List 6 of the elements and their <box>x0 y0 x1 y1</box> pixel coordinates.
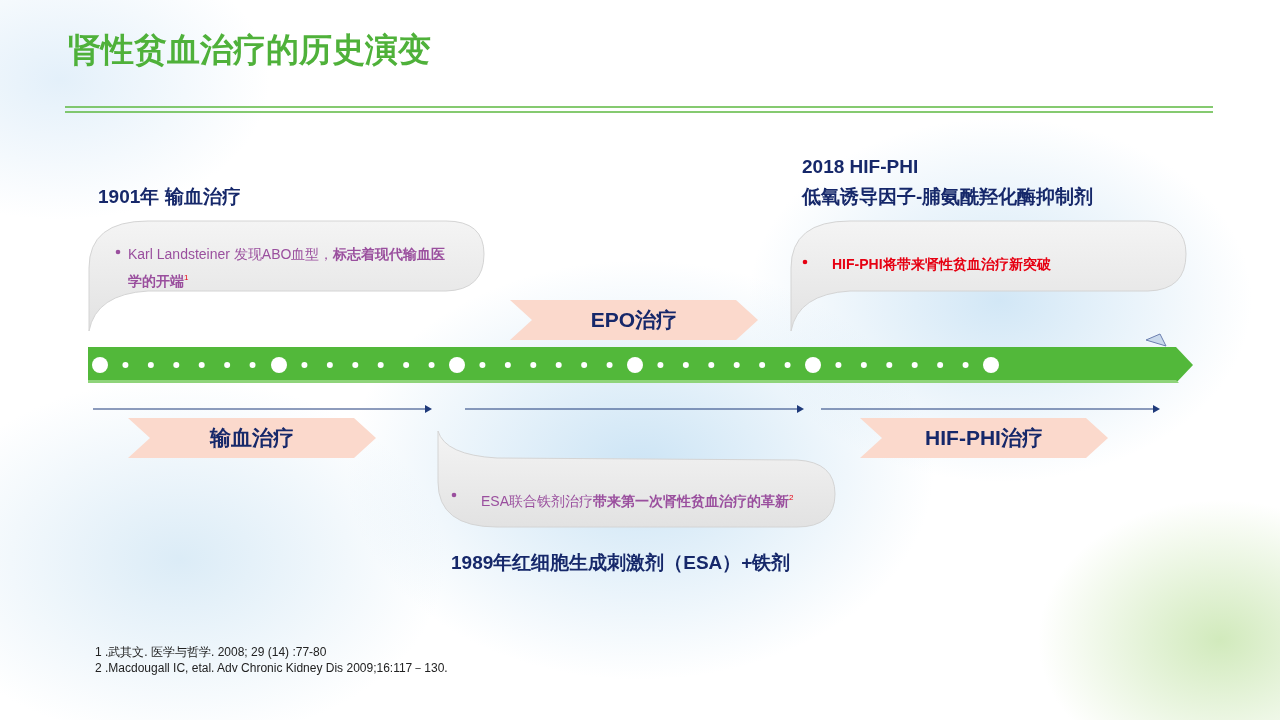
slide-title: 肾性贫血治疗的历史演变 <box>68 30 431 70</box>
chevron-label: 输血治疗 <box>128 418 376 458</box>
chevron-label: EPO治疗 <box>510 300 758 340</box>
reference-note: 2 .Macdougall IC, etal. Adv Chronic Kidney Dis 2009;16:117－130. <box>95 660 448 677</box>
chevron-label: HIF-PHI治疗 <box>860 418 1108 458</box>
reference-note: 1 .武其文. 医学与哲学. 2008; 29 (14) :77-80 <box>95 644 327 661</box>
